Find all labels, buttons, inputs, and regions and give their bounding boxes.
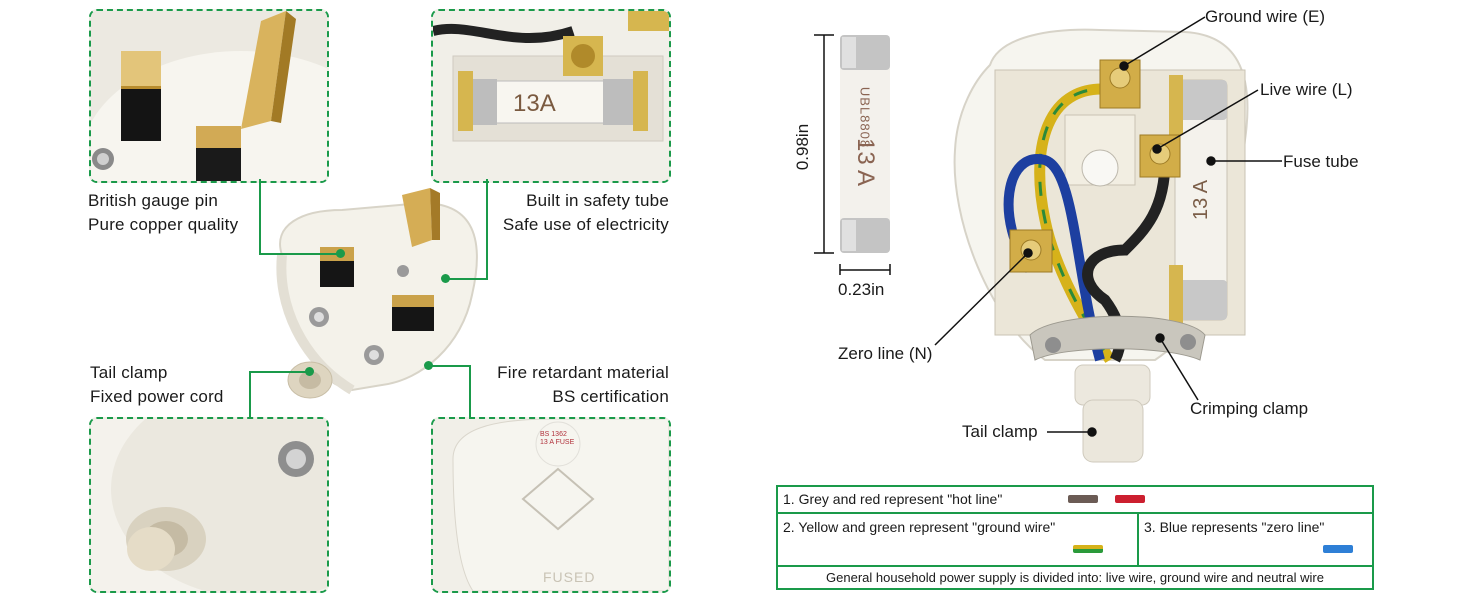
fuse-width-label: 0.23in — [838, 280, 885, 299]
feature-clamp: Tail clamp Fixed power cord — [90, 361, 224, 409]
photo-rear-plug: BS 1362 13 A FUSE FUSED — [431, 417, 671, 593]
callout-tail-clamp: Tail clamp — [962, 422, 1038, 441]
clamp-connector-dot — [305, 367, 314, 376]
feature-tube-line1: Built in safety tube — [526, 191, 669, 210]
photo-tail-clamp — [89, 417, 329, 593]
feature-pin-line2: Pure copper quality — [88, 215, 239, 234]
fuse-height-label: 0.98in — [793, 123, 812, 171]
pin-connector-dot — [336, 249, 345, 258]
callout-zero-line: Zero line (N) — [838, 344, 933, 363]
center-plug-photo — [262, 185, 492, 415]
feature-material-line2: BS certification — [552, 387, 669, 406]
callout-crimping-clamp: Crimping clamp — [1190, 399, 1309, 418]
callout-fuse-tube: Fuse tube — [1283, 152, 1359, 171]
legend-ground-wire: 2. Yellow and green represent "ground wi… — [783, 519, 1056, 535]
svg-text:13 A: 13 A — [1190, 179, 1212, 220]
feature-pin: British gauge pin Pure copper quality — [88, 189, 238, 237]
ground-wire-swatch — [1073, 545, 1103, 553]
callout-ground-wire: Ground wire (E) — [1205, 7, 1325, 26]
feature-tube: Built in safety tube Safe use of electri… — [470, 189, 669, 237]
legend-hot-line: 1. Grey and red represent "hot line" — [783, 491, 1003, 507]
legend-zero-line: 3. Blue represents "zero line" — [1144, 519, 1325, 535]
clamp-connector-v — [249, 371, 251, 417]
tube-connector-h — [448, 278, 488, 280]
feature-clamp-line2: Fixed power cord — [90, 387, 224, 406]
tube-connector-v — [486, 179, 488, 280]
feature-material: Fire retardant material BS certification — [470, 361, 669, 409]
feature-tube-line2: Safe use of electricity — [502, 215, 669, 234]
feature-clamp-line1: Tail clamp — [90, 363, 168, 382]
legend-divider-2 — [778, 565, 1372, 567]
photo-fuse-closeup: 13A — [431, 9, 671, 183]
pin-connector-v — [259, 179, 261, 255]
callout-live-wire: Live wire (L) — [1260, 80, 1353, 99]
rear-fused-text: FUSED — [543, 569, 596, 585]
pin-connector-h — [259, 253, 341, 255]
wire-color-legend: 1. Grey and red represent "hot line" 2. … — [776, 485, 1374, 590]
material-connector-dot — [424, 361, 433, 370]
feature-pin-line1: British gauge pin — [88, 191, 219, 210]
legend-divider-v — [1137, 512, 1139, 565]
zero-line-swatch — [1323, 545, 1353, 553]
fuse-dimension-figure: UBL8808 13 A — [800, 20, 910, 310]
hot-line-red-swatch — [1115, 495, 1145, 503]
material-connector-v — [469, 365, 471, 417]
tube-connector-dot — [441, 274, 450, 283]
legend-summary: General household power supply is divide… — [826, 570, 1324, 585]
fuse-closeup-text: 13A — [513, 90, 556, 117]
material-connector-h — [430, 365, 471, 367]
photo-pin-closeup — [89, 9, 329, 183]
hot-line-grey-swatch — [1068, 495, 1098, 503]
clamp-connector-h — [249, 371, 309, 373]
feature-material-line1: Fire retardant material — [497, 363, 669, 382]
legend-divider-1 — [778, 512, 1372, 514]
rear-sticker-text: BS 1362 13 A FUSE — [540, 431, 575, 446]
fuse-print-rating: 13 A — [852, 137, 879, 187]
